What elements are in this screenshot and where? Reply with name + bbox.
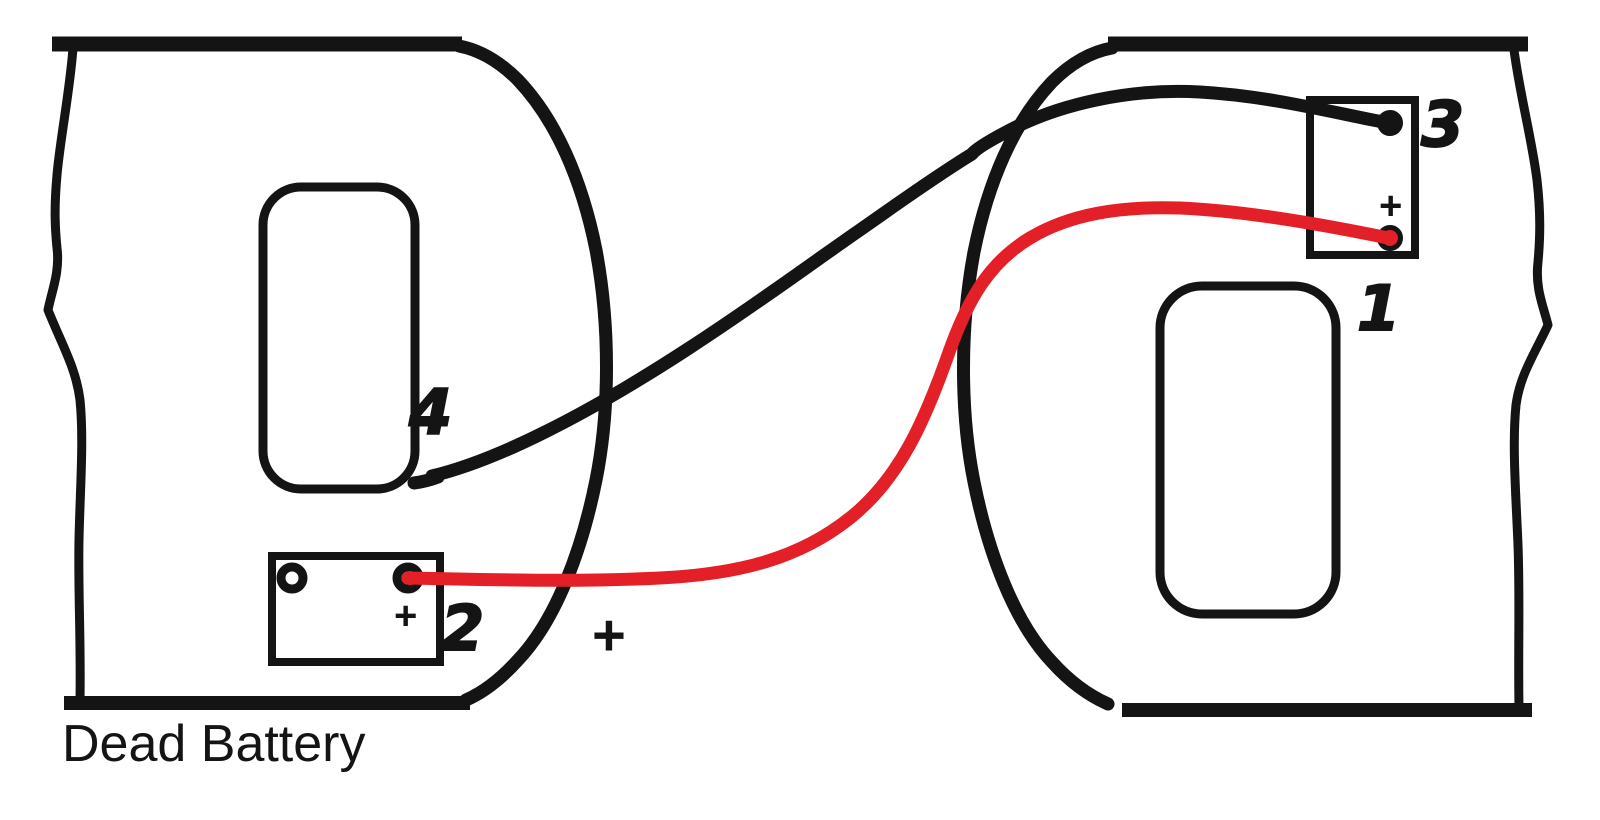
dead-battery-negative-terminal[interactable] <box>276 562 308 594</box>
black-negative-cable[interactable] <box>425 84 1395 483</box>
red-cable-end-dead-side <box>403 571 417 585</box>
dead-vehicle-left-edge <box>43 43 87 705</box>
donor-vehicle-right-edge <box>1509 45 1553 713</box>
step-label-3: 3 <box>1420 88 1465 161</box>
step-label-4: 4 <box>408 376 453 449</box>
red-cable-end-good-side <box>1382 230 1398 246</box>
donor-vehicle-engine-block <box>1155 281 1341 619</box>
free-positive-mark: + <box>592 603 626 668</box>
dead-vehicle-right-fender <box>452 39 613 707</box>
donor-vehicle-body <box>957 36 1553 717</box>
dead-battery-caption: Dead Battery <box>62 715 366 773</box>
dead-vehicle-body <box>43 36 613 710</box>
dead-battery-positive-mark: + <box>394 594 418 638</box>
step-label-1: 1 <box>1356 272 1401 345</box>
good-battery-positive-mark: + <box>1379 184 1403 228</box>
red-positive-cable[interactable] <box>401 201 1395 587</box>
dead-vehicle-engine-block <box>258 182 420 494</box>
donor-vehicle-left-fender <box>957 41 1119 711</box>
step-label-2: 2 <box>440 592 485 665</box>
black-cable-end-good-side <box>1384 117 1396 129</box>
black-cable-ground-clamp[interactable] <box>407 470 445 490</box>
